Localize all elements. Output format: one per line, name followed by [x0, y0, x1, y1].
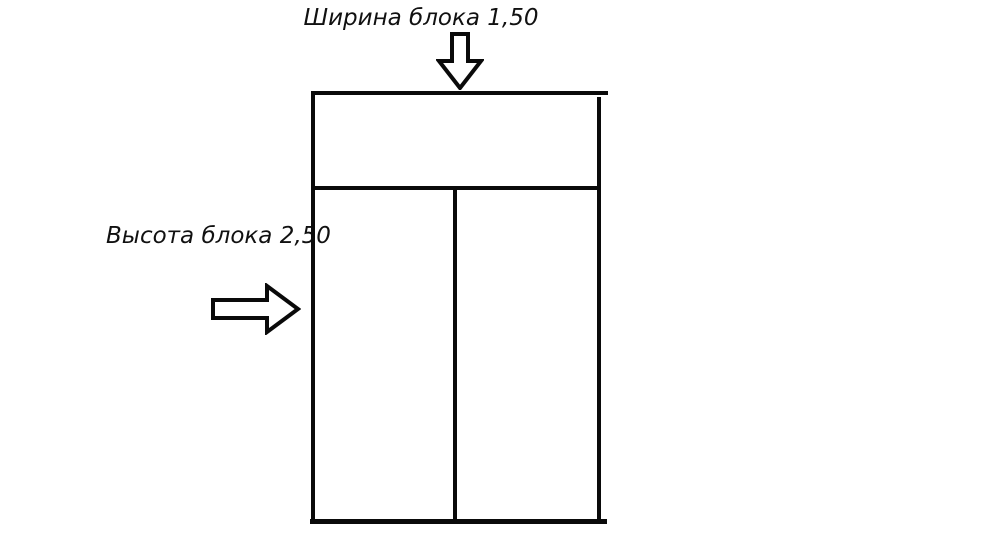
block-bottom-edge: [310, 519, 607, 524]
block-left-edge: [311, 91, 315, 522]
right-arrow-icon: [211, 283, 301, 335]
block-width-label: Ширина блока 1,50: [303, 5, 539, 31]
block-right-edge: [597, 97, 601, 523]
vertical-divider-line: [453, 186, 457, 523]
block-height-label: Высота блока 2,50: [106, 223, 331, 249]
block-top-edge: [311, 91, 608, 95]
down-arrow-icon: [436, 32, 484, 90]
lintel-divider-line: [313, 186, 601, 190]
